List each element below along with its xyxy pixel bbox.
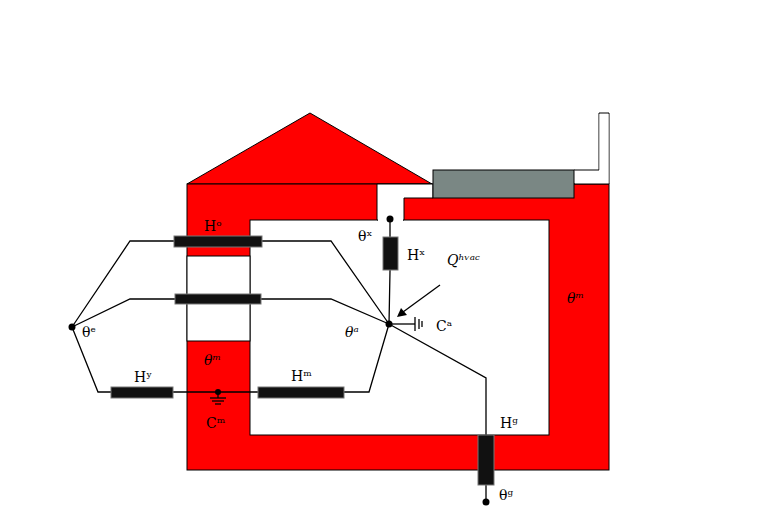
node-label: θᵍ [499,488,513,502]
node-label: θᵐ [204,353,221,367]
node-label: θᵃ [345,325,359,339]
resistance-label: Hˣ [407,248,425,262]
capacitance-label: Cᵐ [206,416,225,430]
resistance-label: Hᵐ [291,369,312,383]
resistance-label: Hᵍ [500,416,518,430]
node-label: θᵉ [82,325,96,339]
capacitance-label: Cᵃ [436,319,452,333]
heat-flow-label: Qʰᵛᵃᶜ [447,253,480,267]
node-label: θˣ [358,229,372,243]
node-label: θᵐ [567,291,584,305]
resistance-label: Hʸ [134,370,152,384]
resistance-label: Hᵒ [204,219,222,233]
